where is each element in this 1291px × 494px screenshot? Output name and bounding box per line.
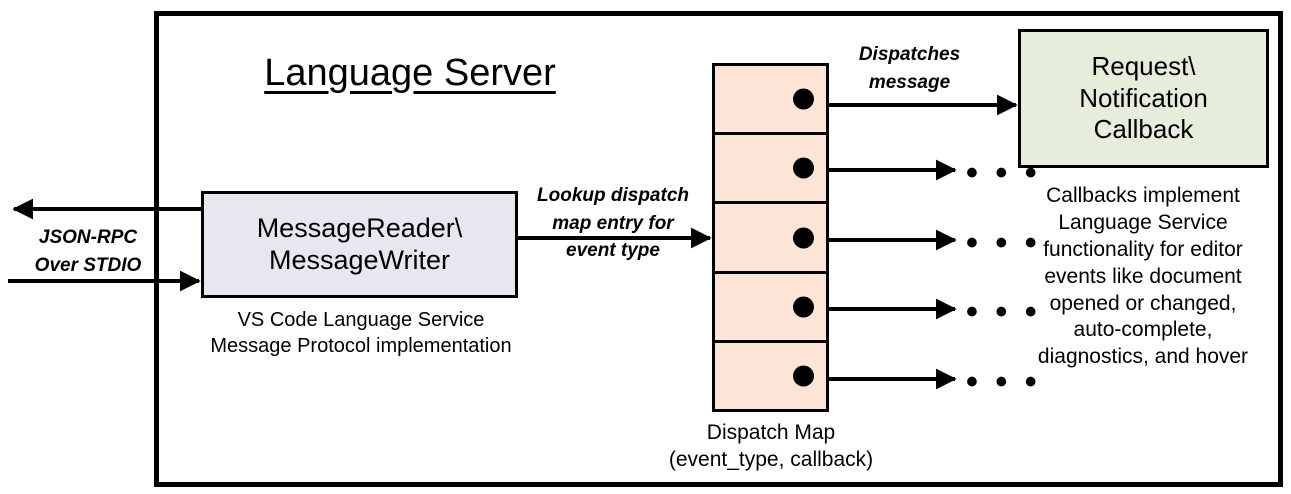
- dispatch-map-entry-dot-icon: [793, 157, 814, 179]
- dispatch-map-entry-dot-icon: [793, 365, 814, 387]
- request-notification-callback-node[interactable]: Request\ Notification Callback: [1018, 29, 1269, 168]
- dispatch-map-row[interactable]: [715, 66, 826, 136]
- lookup-dispatch-edge-label: Lookup dispatch map entry for event type: [537, 185, 689, 262]
- message-reader-writer-node[interactable]: MessageReader\ MessageWriter: [201, 191, 518, 298]
- dispatch-map-caption: Dispatch Map (event_type, callback): [668, 421, 874, 471]
- dispatch-map-row[interactable]: [715, 135, 826, 205]
- request-notification-callback-label: Request\ Notification Callback: [1079, 50, 1208, 145]
- dispatch-map-table[interactable]: [712, 63, 829, 412]
- dispatches-message-edge-label: Dispatches message: [858, 44, 961, 93]
- dispatch-map-entry-dot-icon: [793, 227, 814, 248]
- jsonrpc-transport-label: JSON-RPC Over STDIO: [34, 227, 142, 276]
- message-reader-writer-caption: VS Code Language Service Message Protoco…: [210, 309, 512, 357]
- diagram-title: Language Server: [264, 52, 556, 94]
- ellipsis-row-4: • • •: [966, 293, 1041, 331]
- ellipsis-row-3: • • •: [966, 224, 1041, 262]
- dispatch-map-row[interactable]: [715, 343, 826, 409]
- message-reader-writer-label: MessageReader\ MessageWriter: [256, 212, 463, 275]
- dispatch-map-row[interactable]: [715, 274, 826, 343]
- dispatch-map-entry-dot-icon: [793, 296, 814, 318]
- ellipsis-row-5: • • •: [966, 363, 1041, 401]
- dispatch-map-entry-dot-icon: [793, 88, 814, 110]
- request-notification-callback-caption: Callbacks implement Language Service fun…: [1037, 184, 1249, 369]
- dispatch-map-row[interactable]: [715, 204, 826, 274]
